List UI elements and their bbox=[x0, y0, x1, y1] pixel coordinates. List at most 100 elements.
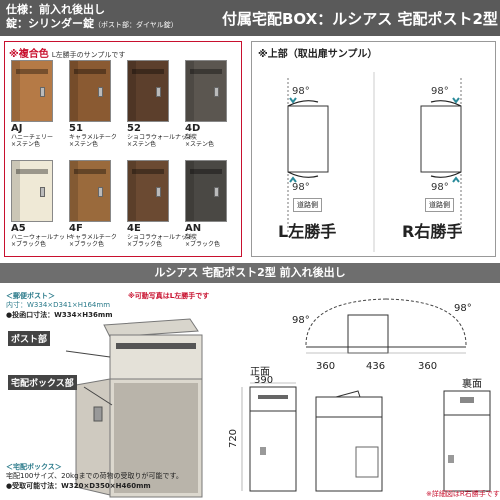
side-lid bbox=[335, 390, 361, 398]
front-view-outline bbox=[249, 386, 297, 492]
swatch-frame bbox=[186, 161, 194, 221]
swatch-frame bbox=[12, 61, 20, 121]
deg-left-label: 98° bbox=[292, 315, 310, 326]
front-view-label: 正面 bbox=[250, 367, 270, 378]
angle-mark-right-bottom bbox=[452, 176, 460, 183]
detail-note: ※詳細図はR右勝手です bbox=[426, 490, 500, 498]
top-view-heading: ※上部（取出扉サンプル） bbox=[258, 49, 378, 60]
swatch-code: 4E bbox=[127, 223, 141, 234]
swatch-lock-icon bbox=[156, 87, 161, 97]
swatch-slot bbox=[16, 69, 48, 74]
dim-360-right: 360 bbox=[418, 361, 438, 372]
swatch-lock-icon bbox=[40, 187, 45, 197]
swatch-slot bbox=[190, 169, 222, 174]
post-part-callout: ポスト部 bbox=[8, 331, 51, 346]
angle-mark-left-top bbox=[289, 97, 297, 104]
front-lock bbox=[260, 447, 266, 455]
dimension-drawing bbox=[241, 298, 491, 492]
swatch-lock-icon bbox=[40, 87, 45, 97]
swatch-frame bbox=[12, 161, 20, 221]
back-view-outline bbox=[443, 390, 491, 492]
swatch-box bbox=[127, 160, 169, 222]
swatch-name-2: ×ステン色 bbox=[127, 141, 157, 148]
box-inner bbox=[114, 383, 198, 493]
box-outline-left bbox=[287, 105, 329, 173]
post-note-inner: 内寸：W334×D341×H164mm bbox=[6, 301, 111, 309]
post-lid bbox=[103, 318, 199, 338]
post-note-opening: ●投函口寸法：W334×H36mm bbox=[6, 311, 113, 319]
dim-436: 436 bbox=[366, 361, 386, 372]
photo-hand-note: ※可動写真はL左勝手です bbox=[128, 292, 210, 300]
swatch-name-1: ショコラウォールナット bbox=[127, 234, 194, 241]
deg-left-top: 98° bbox=[292, 86, 310, 97]
top-view-panel: ※上部（取出扉サンプル） 98° 98° 98° 98° 道路側 道路側 L左勝… bbox=[251, 41, 496, 257]
swatch-slot bbox=[132, 69, 164, 74]
angle-mark-left-bottom bbox=[289, 176, 297, 183]
product-section-bar: ルシアス 宅配ポスト2型 前入れ後出し bbox=[0, 263, 500, 283]
swatch-frame bbox=[186, 61, 194, 121]
road-side-left: 道路側 bbox=[293, 198, 322, 212]
door-swing-left-bottom bbox=[287, 171, 319, 178]
swatch-name-2: ×ステン色 bbox=[69, 141, 99, 148]
swatch-lock-icon bbox=[98, 87, 103, 97]
post-callout-line bbox=[65, 350, 111, 358]
back-lock bbox=[448, 455, 454, 463]
swatch-slot bbox=[190, 69, 222, 74]
swatch-name-1: ハニーウォールナット bbox=[11, 234, 72, 241]
swatch-box bbox=[11, 60, 53, 122]
front-width-390: 390 bbox=[254, 375, 274, 386]
swatch-lock-icon bbox=[214, 187, 219, 197]
swatch-box bbox=[185, 60, 227, 122]
spec-lock-sub: （ポスト部：ダイヤル錠） bbox=[94, 21, 178, 29]
swatch-frame bbox=[128, 61, 136, 121]
deg-right-top: 98° bbox=[431, 86, 449, 97]
swatch-slot bbox=[16, 169, 48, 174]
product-photo-area: ＜郵便ポスト＞ 内寸：W334×D341×H164mm ●投函口寸法：W334×… bbox=[0, 287, 240, 500]
swatch-name-2: ×ブラック色 bbox=[11, 241, 47, 248]
technical-drawings: 98° 98° 360 436 360 正面 390 720 裏面 ※詳細図はR… bbox=[228, 287, 500, 500]
product-illustration bbox=[65, 318, 203, 498]
post-body bbox=[109, 334, 203, 380]
swatch-code: AJ bbox=[11, 123, 23, 134]
swatch-frame bbox=[128, 161, 136, 221]
page-title: 付属宅配BOX：ルシアス 宅配ポスト2型 bbox=[222, 10, 498, 28]
swatch-frame bbox=[70, 161, 78, 221]
box-part-callout: 宅配ボックス部 bbox=[8, 375, 77, 390]
swatch-box bbox=[185, 160, 227, 222]
swatch-lock-icon bbox=[156, 187, 161, 197]
swatch-code: 4D bbox=[185, 123, 201, 134]
swatch-name-2: ×ブラック色 bbox=[185, 241, 221, 248]
swatch-code: 52 bbox=[127, 123, 141, 134]
box-note-desc: 宅配100サイズ、20kgまでの荷物の受取りが可能です。 bbox=[6, 472, 183, 480]
box-lock bbox=[93, 406, 103, 422]
door-swing-right-bottom bbox=[430, 171, 462, 178]
swatch-code: 4F bbox=[69, 223, 83, 234]
swatch-code: A5 bbox=[11, 223, 26, 234]
swing-arc-left bbox=[305, 298, 387, 346]
front-slot bbox=[258, 395, 288, 399]
spec-line-1: 仕様：前入れ後出し bbox=[6, 3, 105, 16]
swatch-name-1: ハニーチェリー bbox=[11, 134, 54, 141]
swatch-box bbox=[69, 160, 111, 222]
caption-right-hand: R右勝手 bbox=[402, 222, 463, 241]
door-swing-right-top bbox=[430, 100, 462, 107]
swatch-name-1: 梨炭 bbox=[185, 134, 198, 141]
color-heading-text: ※複合色 bbox=[9, 49, 49, 60]
swatch-box bbox=[69, 60, 111, 122]
top-view-drawing bbox=[287, 72, 462, 252]
spec-block: 仕様：前入れ後出し 錠：シリンダー錠（ポスト部：ダイヤル錠） bbox=[6, 3, 178, 32]
dim-360-left: 360 bbox=[316, 361, 336, 372]
color-subheading: L左勝手のサンプルです bbox=[51, 51, 126, 59]
swatch-name-2: ×ステン色 bbox=[185, 141, 215, 148]
deg-right-label: 98° bbox=[454, 303, 472, 314]
back-view-label: 裏面 bbox=[462, 379, 482, 390]
swatch-code: 51 bbox=[69, 123, 83, 134]
